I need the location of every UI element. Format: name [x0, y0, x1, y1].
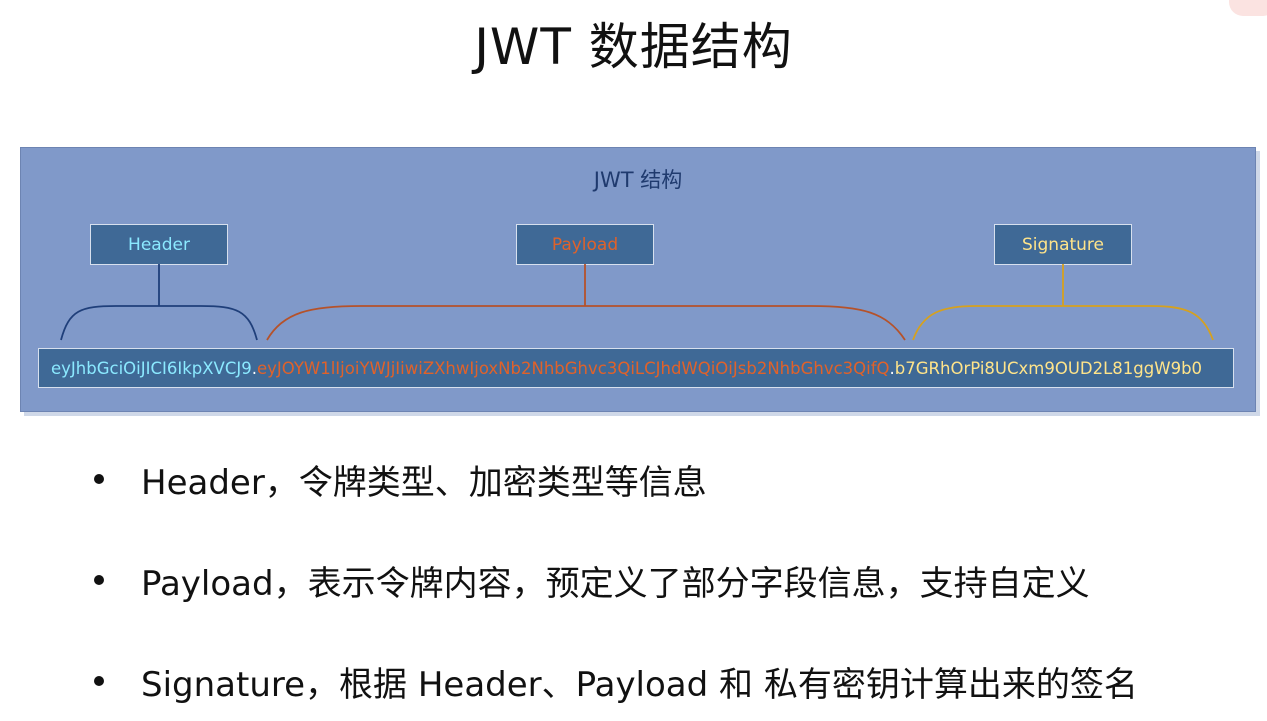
bullet-marker — [94, 575, 104, 585]
diagram-title: JWT 结构 — [593, 168, 683, 192]
signature-label-text: Signature — [1021, 234, 1104, 255]
jwt-token-string: eyJhbGciOiJICI6IkpXVCJ9.eyJOYW1lIjoiYWJj… — [38, 348, 1234, 388]
payload-bracket — [266, 264, 906, 341]
corner-decoration — [1229, 0, 1267, 16]
signature-bracket — [912, 264, 1214, 341]
page-title: JWT 数据结构 — [474, 18, 793, 76]
token-separator: . — [889, 358, 895, 378]
bullet-marker — [94, 474, 104, 484]
signature-label: Signature — [994, 224, 1132, 265]
bullet-signature: Signature，根据 Header、Payload 和 私有密钥计算出来的签… — [94, 656, 1254, 706]
payload-label-text: Payload — [551, 234, 619, 255]
token-signature-segment: b7GRhOrPi8UCxm9OUD2L81ggW9b0 — [894, 358, 1203, 378]
payload-label: Payload — [516, 224, 654, 265]
header-label: Header — [90, 224, 228, 265]
bullet-text: Payload，表示令牌内容，预定义了部分字段信息，支持自定义 — [141, 563, 1090, 604]
bullet-text: Header，令牌类型、加密类型等信息 — [141, 462, 707, 503]
token-separator: . — [251, 358, 257, 378]
header-label-text: Header — [128, 234, 190, 255]
token-header-segment: eyJhbGciOiJICI6IkpXVCJ9 — [51, 358, 252, 378]
header-bracket — [60, 264, 258, 341]
bracket-connectors — [60, 264, 1214, 341]
bullet-marker — [94, 676, 104, 686]
token-payload-segment: eyJOYW1lIjoiYWJjIiwiZXhwIjoxNb2NhbGhvc3Q… — [256, 358, 890, 378]
bullet-text: Signature，根据 Header、Payload 和 私有密钥计算出来的签… — [141, 664, 1138, 705]
bullet-payload: Payload，表示令牌内容，预定义了部分字段信息，支持自定义 — [94, 555, 1254, 605]
bullet-header: Header，令牌类型、加密类型等信息 — [94, 454, 1254, 504]
jwt-structure-diagram: JWT 结构 Header Payload Signature eyJhbGci… — [20, 147, 1256, 412]
